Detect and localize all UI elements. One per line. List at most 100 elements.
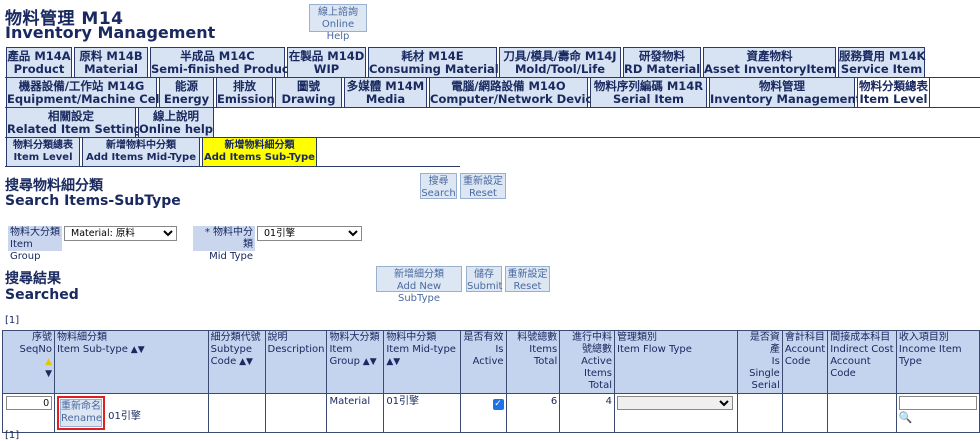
tab-label-zh: 能源 xyxy=(175,79,198,93)
tab-label-en: Computer/Network Device xyxy=(430,92,601,106)
is-active-checkbox[interactable]: ✓ xyxy=(492,399,504,410)
sort-arrows-icon[interactable]: ▲▼ xyxy=(386,357,401,367)
mid-type-select[interactable]: 01引擎 xyxy=(257,226,362,241)
tab-label-en: Item Level xyxy=(13,152,73,163)
header-label-zh: 進行中料號總數 xyxy=(572,332,612,355)
header-label-en: Description xyxy=(267,344,325,355)
pager-top[interactable]: [1] xyxy=(5,315,20,326)
item-group-select[interactable]: Material: 原料 xyxy=(64,226,177,241)
header-label-en: Active Items Total xyxy=(581,356,612,391)
pager-bottom[interactable]: [1] xyxy=(5,430,20,441)
tab-label-en: Serial Item xyxy=(613,92,684,106)
tab-label-en: Drawing xyxy=(281,92,336,106)
header-label-zh: 是否有效 xyxy=(463,332,504,343)
reset-label-zh: 重新設定 xyxy=(463,176,503,187)
header-label-zh: 間接成本科目 xyxy=(830,332,891,343)
tab-label-en: Consuming Material xyxy=(369,62,499,76)
mid-cell: 01引擎 xyxy=(383,393,461,433)
tab-label-zh: 原料 M14B xyxy=(79,49,143,63)
tab-label-en: Emission xyxy=(217,92,275,106)
results-title-zh: 搜尋結果 xyxy=(5,271,61,287)
tab-label-zh: 電腦/網路設備 M14O xyxy=(451,79,566,93)
tab-label-en: Add Items Sub-Type xyxy=(204,152,315,163)
tab-label-zh: 物料分類總表 xyxy=(13,140,73,151)
header-label-zh: 物料中分類 xyxy=(386,332,437,343)
header-label-zh: 細分類代號 xyxy=(210,332,261,343)
subtype-name: 01引擎 xyxy=(108,411,141,422)
mid-type-label-zh: * 物料中分類 xyxy=(204,227,253,250)
sort-arrows-icon[interactable]: ▲▼ xyxy=(359,357,377,367)
search-reset-button[interactable]: 重新設定 Reset xyxy=(460,173,506,199)
online-help-button[interactable]: 線上諮詢 Online Help xyxy=(309,4,367,42)
header-label-zh: 會計科目 xyxy=(784,332,825,343)
rename-button[interactable]: 重新命名 Rename xyxy=(59,399,102,427)
tab-label-zh: 圖號 xyxy=(297,79,320,93)
add-subtype-button[interactable]: 新增細分類 Add New SubType xyxy=(376,266,462,304)
search-icon[interactable]: 🔍 xyxy=(898,410,913,424)
header-label-en: Indirect Cost Account Code xyxy=(830,344,894,379)
results-reset-button[interactable]: 重新設定 Reset xyxy=(505,266,550,292)
flow-type-select[interactable] xyxy=(617,396,733,410)
tab-label-en: Online help xyxy=(139,122,213,136)
items-total-cell: 6 xyxy=(505,393,561,433)
tab-label-en: Item Level xyxy=(859,92,928,106)
search-button[interactable]: 搜尋 Search xyxy=(420,173,457,199)
header-label-zh: 物料大分類 xyxy=(329,332,380,343)
search-title-zh: 搜尋物料細分類 xyxy=(5,178,103,194)
submit-button[interactable]: 儲存 Submit xyxy=(466,266,502,292)
income-type-input[interactable] xyxy=(898,396,977,410)
header-label-zh: 物料細分類 xyxy=(56,332,107,343)
tab-label-en: Service Item xyxy=(840,62,923,76)
sort-arrows-icon[interactable]: ▲▼ xyxy=(236,357,253,367)
help-label-zh: 線上諮詢 xyxy=(318,7,358,18)
item-group-label-zh: 物料大分類 xyxy=(10,227,60,238)
sort-arrows-icon[interactable]: ▲▼ xyxy=(127,345,145,355)
header-label-zh: 序號 xyxy=(31,332,52,343)
reset-label-en: Reset xyxy=(469,188,497,199)
seq-input[interactable] xyxy=(5,396,52,410)
tab-label-en: Equipment/Machine Cell xyxy=(7,92,164,106)
header-label-zh: 說明 xyxy=(267,332,288,343)
tab-label-en: Product xyxy=(13,62,65,76)
header-label-en: SeqNo xyxy=(19,344,52,355)
header-label-en: Items Total xyxy=(529,344,558,367)
header-label-en: Item Sub-type xyxy=(56,344,128,355)
group-cell: Material xyxy=(326,393,385,433)
sort-arrows-icon[interactable]: ▲▼ xyxy=(45,357,52,379)
header-label-en: Account Code xyxy=(784,344,826,367)
